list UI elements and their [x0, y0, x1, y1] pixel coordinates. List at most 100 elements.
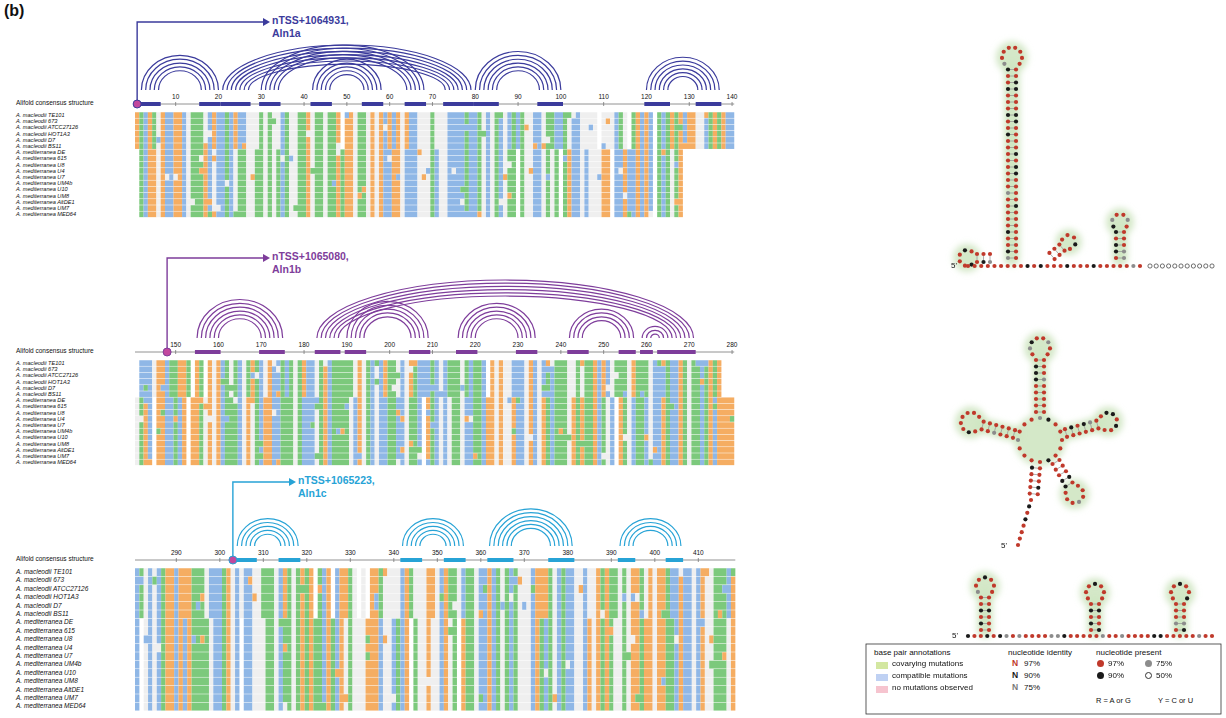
alignment-cell — [580, 125, 589, 131]
alignment-cell — [229, 137, 233, 143]
alignment-cell — [542, 211, 546, 217]
alignment-cell — [657, 118, 661, 124]
alignment-cell — [152, 379, 156, 385]
alignment-cell — [203, 156, 207, 162]
alignment-cell — [644, 162, 648, 168]
alignment-cell — [726, 131, 735, 137]
alignment-cell — [661, 187, 665, 193]
alignment-cell — [460, 379, 464, 385]
alignment-cell — [349, 112, 353, 118]
alignment-cell — [499, 143, 503, 149]
alignment-cell — [289, 187, 298, 193]
alignment-cell — [383, 187, 392, 193]
alignment-cell — [161, 211, 165, 217]
alignment-cell — [614, 366, 627, 372]
alignment-cell — [255, 168, 264, 174]
alignment-cell — [524, 168, 528, 174]
alignment-cell — [272, 379, 281, 385]
alignment-cell — [563, 180, 567, 186]
alignment-cell — [439, 168, 448, 174]
alignment-cell — [225, 149, 229, 155]
alignment-cell — [186, 112, 190, 118]
alignment-cell — [503, 112, 507, 118]
alignment-cell — [323, 143, 327, 149]
alignment-cell — [567, 168, 571, 174]
alignment-cell — [640, 131, 644, 137]
alignment-cell — [182, 199, 186, 205]
alignment-cell — [640, 162, 644, 168]
alignment-cell — [572, 168, 581, 174]
alignment-cell — [315, 137, 324, 143]
alignment-cell — [323, 162, 327, 168]
alignment-cell — [383, 366, 387, 372]
alignment-cell — [276, 174, 280, 180]
alignment-cell — [208, 137, 212, 143]
alignment-cell — [246, 180, 255, 186]
alignment-cell — [614, 125, 618, 131]
alignment-cell — [366, 149, 370, 155]
alignment-cell — [430, 137, 434, 143]
alignment-cell — [310, 118, 314, 124]
alignment-cell — [482, 162, 486, 168]
alignment-cell — [298, 125, 307, 131]
alignment-cell — [490, 366, 494, 372]
alignment-cell — [212, 131, 216, 137]
alignment-cell — [345, 143, 354, 149]
alignment-cell — [246, 137, 259, 143]
alignment-cell — [135, 125, 139, 131]
alignment-cell — [298, 180, 307, 186]
alignment-cell — [302, 373, 306, 379]
alignment-cell — [268, 379, 272, 385]
alignment-cell — [293, 379, 297, 385]
alignment-cell — [340, 168, 344, 174]
alignment-cell — [477, 156, 481, 162]
alignment-cell — [593, 366, 597, 372]
alignment-cell — [670, 187, 674, 193]
alignment-cell — [533, 137, 542, 143]
alignment-cell — [246, 125, 259, 131]
alignment-cell — [375, 156, 379, 162]
alignment-cell — [165, 199, 174, 205]
alignment-cell — [623, 162, 627, 168]
helix-bar — [362, 102, 383, 106]
alignment-cell — [199, 360, 203, 366]
alignment-cell — [495, 180, 499, 186]
alignment-cell — [636, 156, 640, 162]
alignment-cell — [139, 118, 143, 124]
alignment-cell — [306, 205, 310, 211]
alignment-cell — [469, 174, 478, 180]
alignment-cell — [691, 360, 695, 366]
alignment-cell — [285, 205, 289, 211]
alignment-cell — [293, 366, 297, 372]
alignment-cell — [225, 187, 229, 193]
alignment-cell — [554, 193, 558, 199]
alignment-cell — [602, 131, 615, 137]
alignment-cell — [696, 143, 705, 149]
alignment-cell — [328, 360, 332, 366]
alignment-cell — [306, 118, 310, 124]
alignment-cell — [383, 199, 392, 205]
alignment-cell — [627, 205, 636, 211]
alignment-cell — [208, 187, 212, 193]
alignment-cell — [606, 143, 615, 149]
alignment-cell — [353, 168, 357, 174]
alignment-cell — [649, 156, 653, 162]
alignment-cell — [503, 211, 507, 217]
alignment-cell — [315, 162, 324, 168]
alignment-cell — [285, 199, 289, 205]
alignment-cell — [238, 125, 247, 131]
alignment-cell — [623, 168, 627, 174]
alignment-cell — [375, 143, 379, 149]
alignment-cell — [233, 143, 237, 149]
alignment-cell — [417, 143, 430, 149]
alignment-cell — [666, 180, 670, 186]
alignment-cell — [182, 156, 186, 162]
alignment-cell — [285, 137, 289, 143]
alignment-cell — [636, 162, 640, 168]
alignment-cell — [644, 137, 648, 143]
alignment-cell — [507, 211, 516, 217]
alignment-cell — [289, 125, 298, 131]
alignment-cell — [721, 112, 725, 118]
alignment-cell — [392, 174, 396, 180]
alignment-cell — [417, 211, 430, 217]
